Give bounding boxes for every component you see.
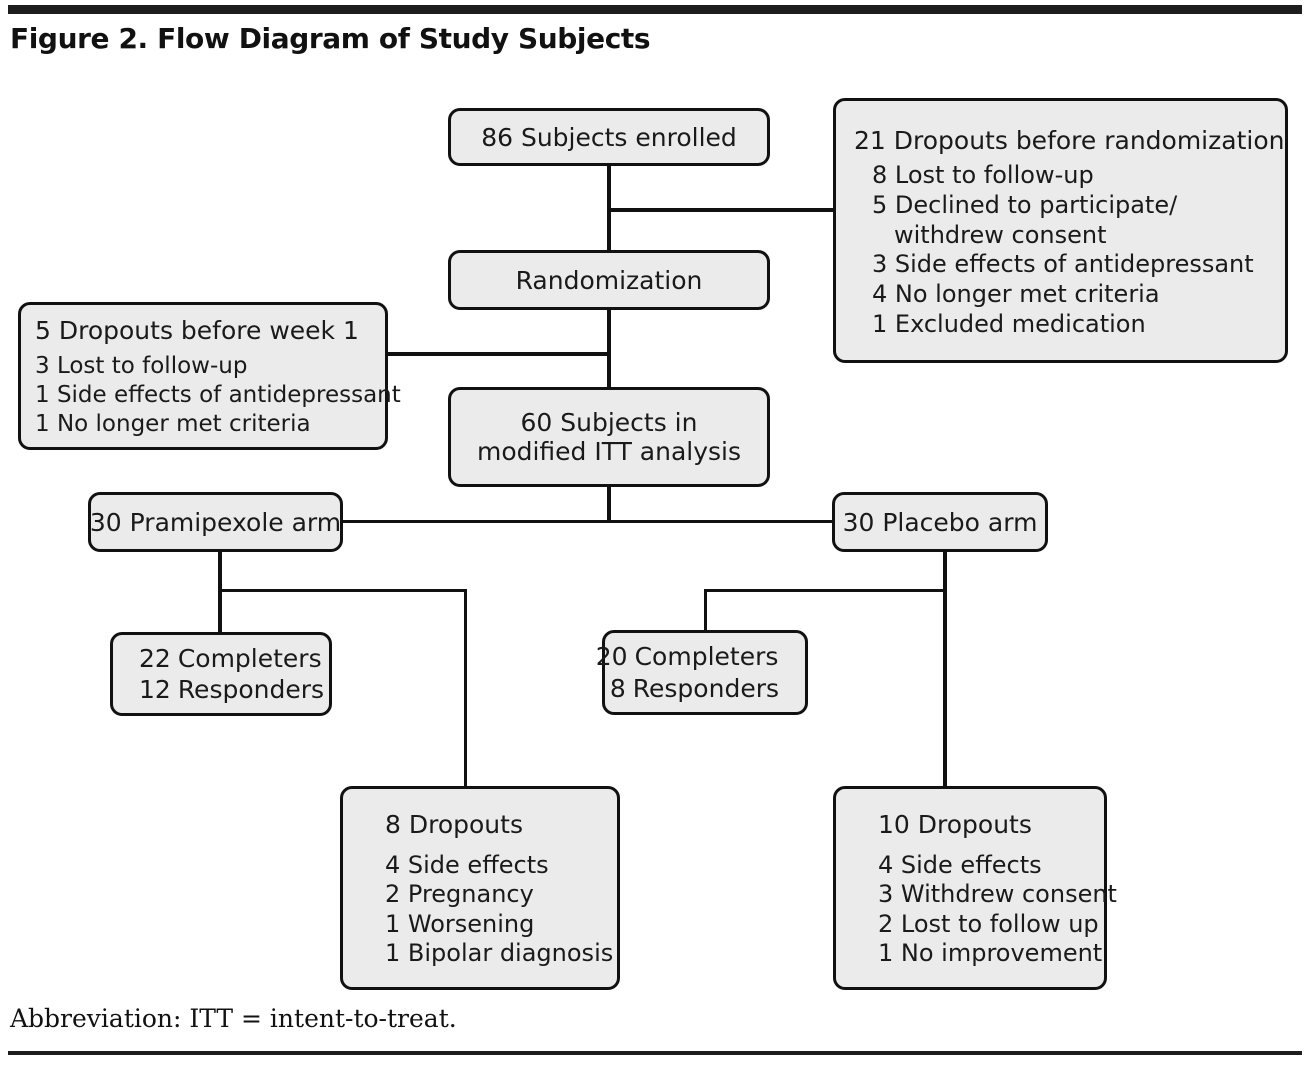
- bottom-rule: [8, 1051, 1302, 1055]
- node-itt-analysis[interactable]: 60 Subjects in modified ITT analysis: [448, 387, 770, 487]
- list-item: 4 Side effects: [878, 851, 1042, 880]
- connector-enrolled-to-dropouts-randomization: [607, 208, 835, 212]
- completers-row: 22 Completers: [139, 643, 329, 675]
- responders-count: 8: [609, 673, 626, 703]
- node-subjects-enrolled-label: 86 Subjects enrolled: [481, 122, 737, 152]
- node-dropouts-pramipexole-list: 4 Side effects 2 Pregnancy 1 Worsening 1…: [385, 851, 617, 968]
- top-rule: [8, 5, 1302, 14]
- connector-placebo-to-completers-horizontal: [704, 589, 947, 592]
- responders-row: 8 Responders: [596, 673, 779, 705]
- node-dropouts-pramipexole[interactable]: 8 Dropouts 4 Side effects 2 Pregnancy 1 …: [340, 786, 620, 990]
- connector-randomization-to-itt: [607, 310, 611, 389]
- list-item: 4 Side effects: [385, 851, 549, 880]
- node-randomization-label: Randomization: [515, 265, 703, 295]
- node-dropouts-before-week1[interactable]: 5 Dropouts before week 1 3 Lost to follo…: [18, 302, 401, 450]
- connector-randomization-to-dropouts-week1: [386, 352, 611, 356]
- list-item: 1 No longer met criteria: [35, 410, 311, 437]
- responders-label: Responders: [632, 673, 779, 703]
- node-dropouts-before-week1-list: 3 Lost to follow-up 1 Side effects of an…: [35, 352, 401, 439]
- list-item: 2 Pregnancy: [385, 880, 534, 909]
- list-item: 4 No longer met criteria: [872, 280, 1160, 308]
- node-dropouts-placebo[interactable]: 10 Dropouts 4 Side effects 3 Withdrew co…: [833, 786, 1117, 990]
- list-item: 5 Declined to participate/: [872, 190, 1178, 219]
- list-item: 1 No improvement: [878, 939, 1103, 968]
- node-completers-pramipexole[interactable]: 22 Completers 12 Responders: [110, 632, 332, 716]
- node-itt-analysis-line2: modified ITT analysis: [476, 437, 742, 466]
- connector-arms-horizontal: [341, 520, 834, 523]
- node-arm-placebo[interactable]: 30 Placebo arm: [832, 492, 1048, 552]
- node-dropouts-before-randomization-list: 8 Lost to follow-up 5 Declined to partic…: [854, 161, 1267, 340]
- list-item: 8 Lost to follow-up: [872, 161, 1094, 189]
- node-arm-pramipexole-label: 30 Pramipexole arm: [89, 507, 342, 537]
- node-dropouts-placebo-heading: 10 Dropouts: [878, 809, 1032, 839]
- connector-pramipexole-to-dropouts-vertical: [464, 589, 467, 788]
- connector-placebo-to-completers-vertical: [704, 589, 707, 633]
- responders-row: 12 Responders: [139, 674, 329, 706]
- node-randomization[interactable]: Randomization: [448, 250, 770, 310]
- list-item: 1 Worsening: [385, 909, 535, 938]
- list-item: 1 Side effects of antidepressant: [35, 381, 401, 408]
- connector-placebo-down: [943, 552, 947, 788]
- node-completers-pramipexole-rows: 22 Completers 12 Responders: [139, 643, 329, 706]
- completers-row: 20 Completers: [596, 641, 779, 673]
- node-dropouts-before-randomization-heading: 21 Dropouts before randomization: [854, 125, 1285, 155]
- list-item: 1 Bipolar diagnosis: [385, 939, 614, 968]
- node-arm-placebo-label: 30 Placebo arm: [842, 507, 1038, 537]
- responders-label: Responders: [177, 675, 325, 704]
- node-completers-placebo[interactable]: 20 Completers 8 Responders: [596, 630, 808, 715]
- completers-label: Completers: [634, 642, 779, 671]
- completers-count: 22: [139, 643, 171, 673]
- node-completers-placebo-rows: 20 Completers 8 Responders: [596, 641, 779, 704]
- connector-pramipexole-down: [218, 552, 222, 634]
- list-item: 3 Lost to follow-up: [35, 352, 248, 379]
- completers-count: 20: [595, 642, 628, 671]
- figure-footnote: Abbreviation: ITT = intent-to-treat.: [10, 1004, 457, 1033]
- node-dropouts-placebo-inner: 10 Dropouts 4 Side effects 3 Withdrew co…: [836, 809, 1117, 969]
- node-subjects-enrolled[interactable]: 86 Subjects enrolled: [448, 108, 770, 166]
- figure-title: Figure 2. Flow Diagram of Study Subjects: [10, 22, 651, 55]
- connector-pramipexole-to-dropouts-horizontal: [218, 589, 467, 592]
- node-dropouts-pramipexole-heading: 8 Dropouts: [385, 809, 523, 839]
- node-dropouts-placebo-list: 4 Side effects 3 Withdrew consent 2 Lost…: [878, 851, 1117, 968]
- list-item: 2 Lost to follow up: [878, 909, 1099, 938]
- list-item: withdrew consent: [894, 220, 1107, 249]
- node-dropouts-before-week1-heading: 5 Dropouts before week 1: [35, 316, 359, 346]
- completers-label: Completers: [177, 643, 322, 673]
- list-item: 3 Side effects of antidepressant: [872, 250, 1254, 279]
- responders-count: 12: [139, 675, 171, 704]
- list-item: 3 Withdrew consent: [878, 880, 1117, 909]
- list-item: 1 Excluded medication: [872, 309, 1146, 338]
- node-arm-pramipexole[interactable]: 30 Pramipexole arm: [88, 492, 343, 552]
- connector-itt-to-arms-vertical: [607, 487, 611, 522]
- node-itt-analysis-line1: 60 Subjects in: [520, 408, 698, 437]
- node-dropouts-pramipexole-inner: 8 Dropouts 4 Side effects 2 Pregnancy 1 …: [343, 810, 617, 969]
- node-dropouts-before-randomization[interactable]: 21 Dropouts before randomization 8 Lost …: [833, 98, 1288, 363]
